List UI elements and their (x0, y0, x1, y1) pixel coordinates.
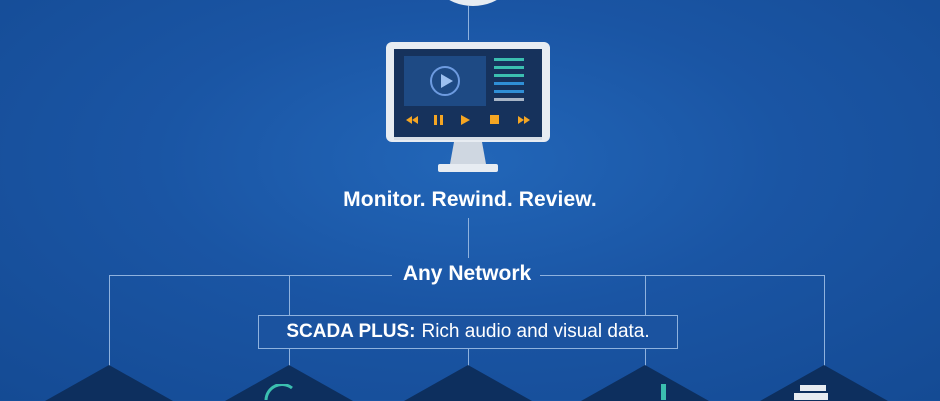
monitor-icon (384, 40, 552, 180)
scada-plus-description: Rich audio and visual data. (421, 321, 650, 342)
gauge-icon (264, 384, 293, 400)
branch-center-lower (468, 349, 469, 367)
bar-chart-icon (661, 384, 666, 400)
connector-top (468, 6, 469, 40)
device-node-2 (225, 365, 353, 401)
top-node-icon (423, 0, 523, 6)
branch-4 (824, 275, 825, 367)
network-label: Any Network (402, 262, 532, 285)
branch-2-lower (289, 349, 290, 367)
network-bus-right (540, 275, 825, 276)
branch-3-lower (645, 349, 646, 367)
rewind-icon (406, 116, 418, 124)
branch-2 (289, 275, 290, 315)
scada-plus-title: SCADA PLUS: (286, 321, 416, 342)
network-bus-left (109, 275, 392, 276)
device-node-4 (581, 365, 709, 401)
truck-icon (794, 385, 828, 400)
scada-plus-banner: SCADA PLUS: Rich audio and visual data. (258, 315, 678, 349)
stop-icon (490, 115, 499, 124)
connector-monitor-network (468, 218, 469, 258)
device-node-3 (404, 365, 532, 401)
play-icon (461, 115, 470, 125)
branch-3 (645, 275, 646, 315)
device-node-1 (45, 365, 173, 401)
branch-1 (109, 275, 110, 367)
play-circle-icon (430, 66, 460, 96)
tagline: Monitor. Rewind. Review. (343, 188, 597, 211)
fast-forward-icon (518, 116, 530, 124)
pause-icon (434, 115, 443, 125)
